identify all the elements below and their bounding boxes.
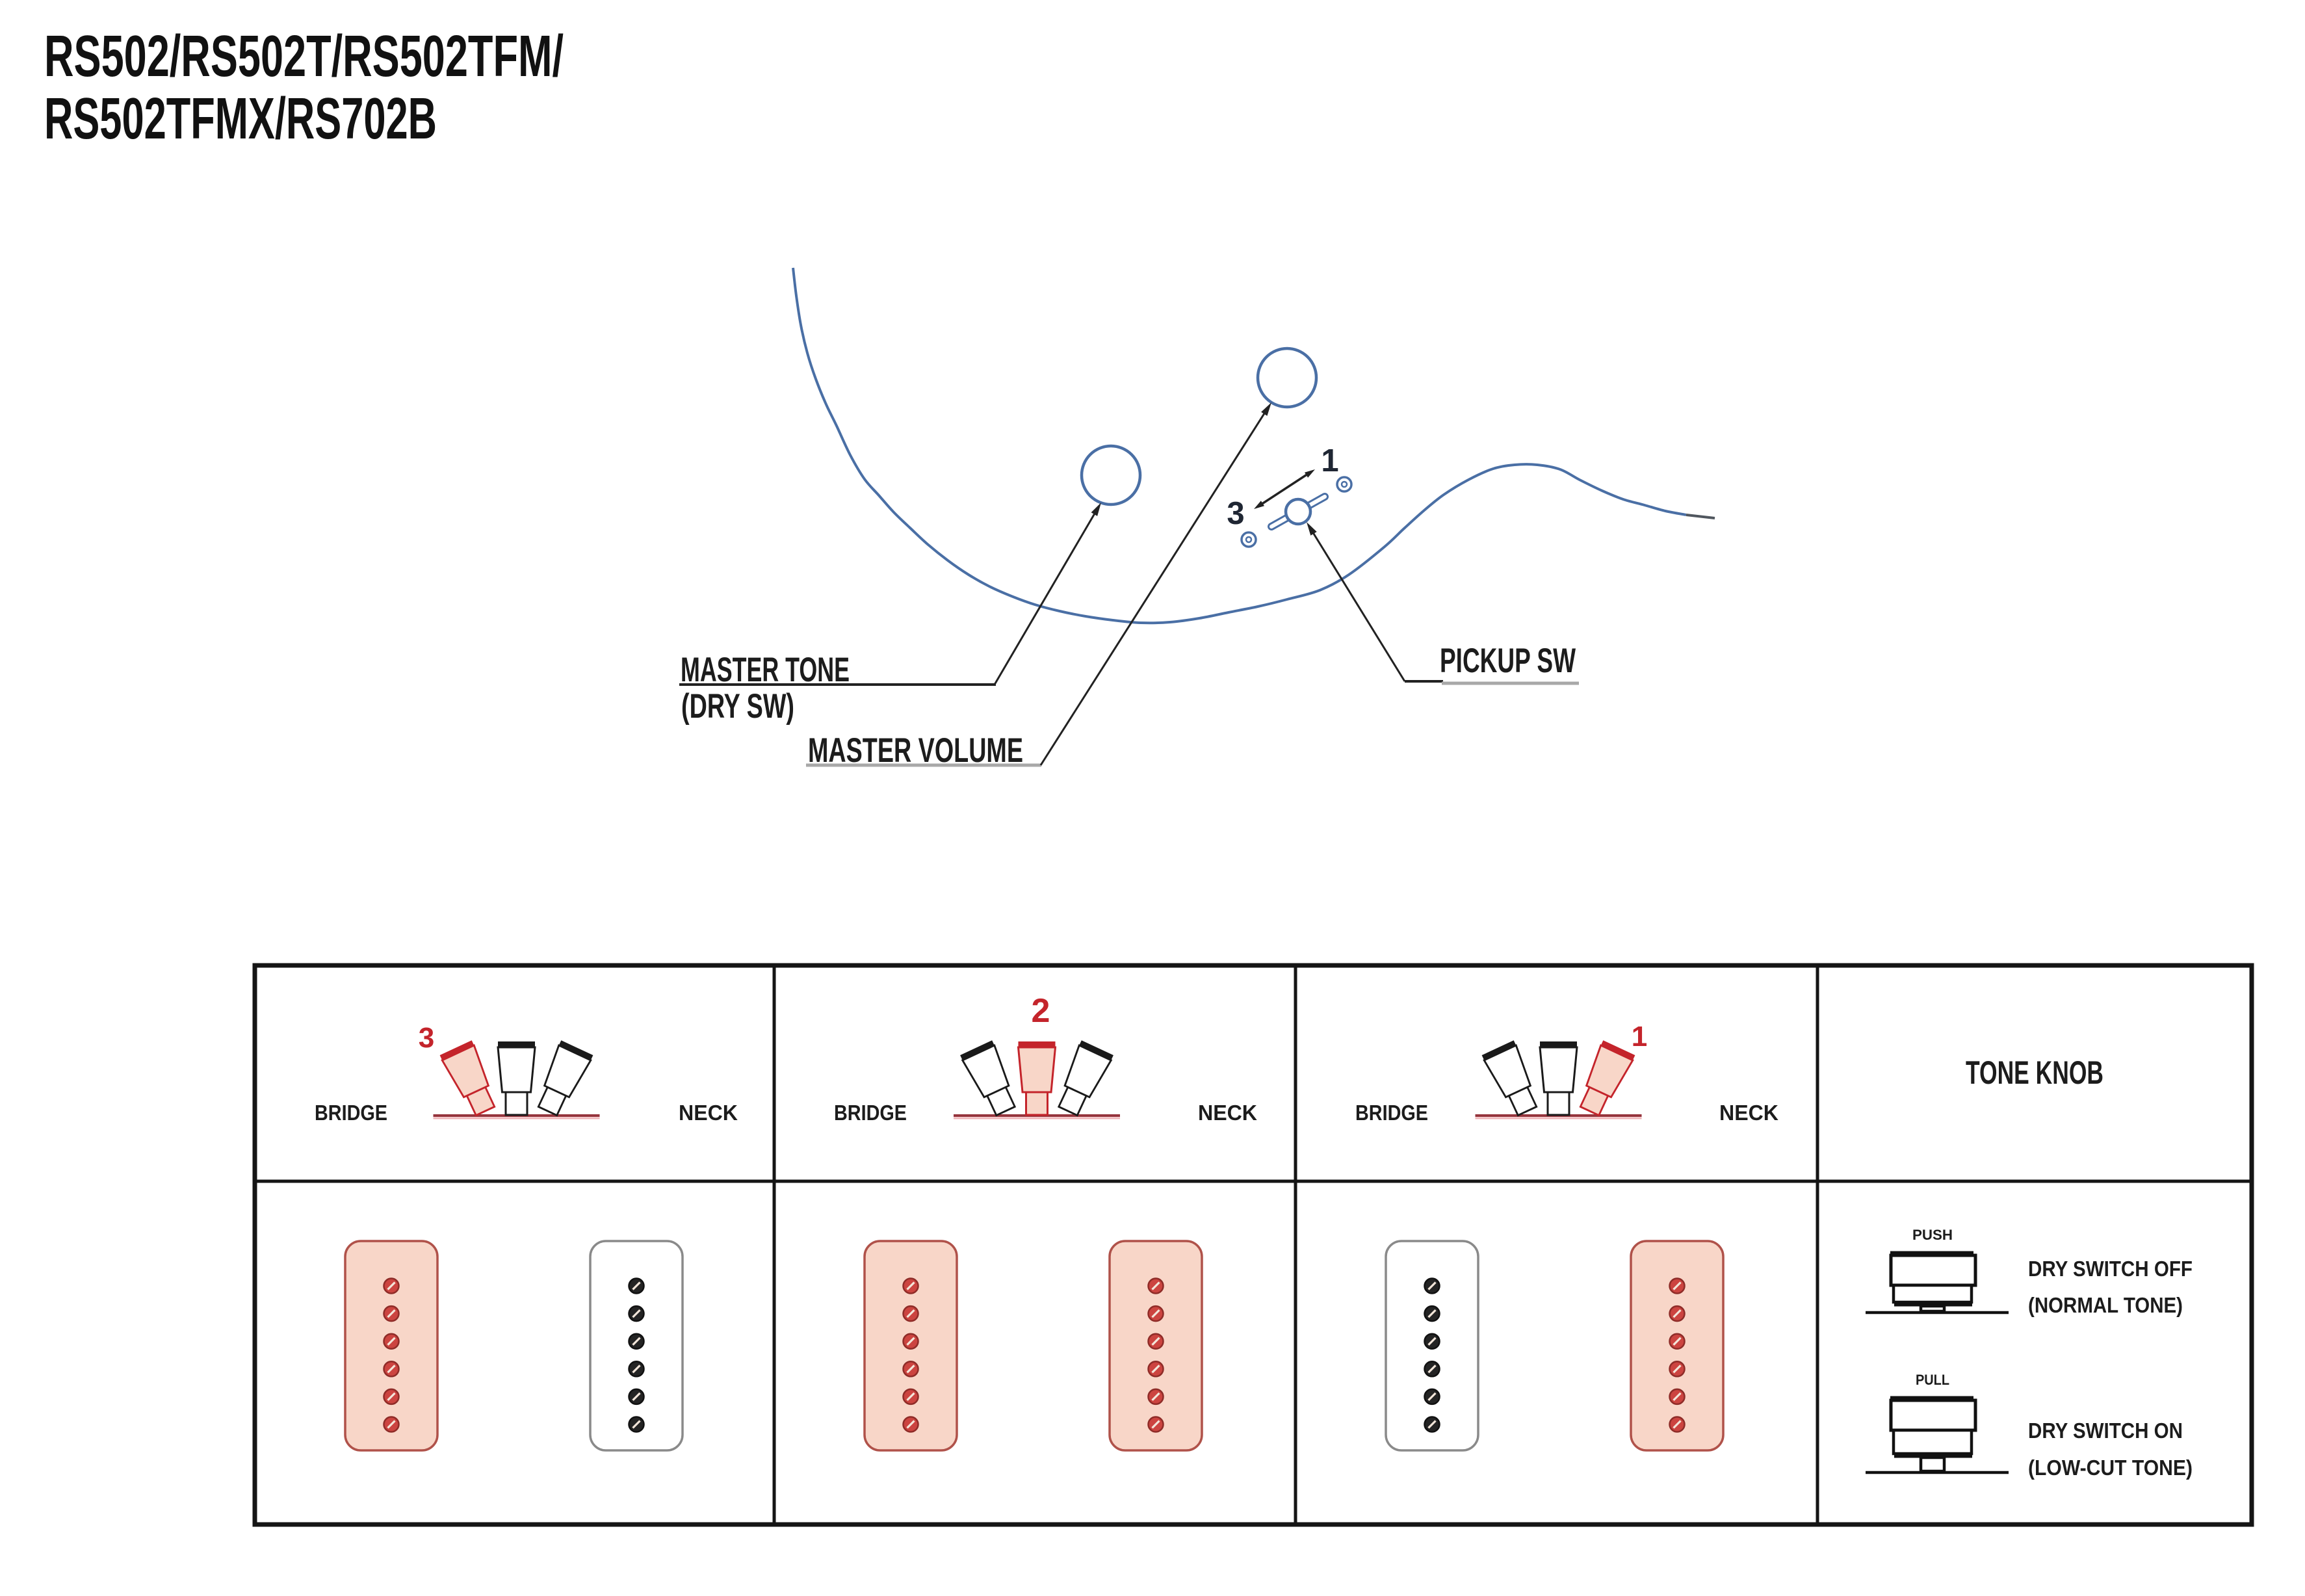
svg-text:RS502TFMX/RS702B: RS502TFMX/RS702B xyxy=(44,86,437,151)
svg-text:NECK: NECK xyxy=(1719,1101,1778,1125)
svg-text:TONE KNOB: TONE KNOB xyxy=(1966,1054,2103,1091)
svg-text:MASTER TONE: MASTER TONE xyxy=(681,651,850,689)
svg-text:(LOW-CUT TONE): (LOW-CUT TONE) xyxy=(2028,1456,2193,1480)
svg-text:NECK: NECK xyxy=(1198,1101,1257,1125)
svg-text:DRY SWITCH OFF: DRY SWITCH OFF xyxy=(2028,1257,2193,1281)
svg-text:1: 1 xyxy=(1632,1021,1647,1053)
svg-text:(NORMAL TONE): (NORMAL TONE) xyxy=(2028,1293,2183,1317)
svg-text:PULL: PULL xyxy=(1916,1372,1949,1388)
svg-text:PICKUP SW: PICKUP SW xyxy=(1440,642,1576,680)
svg-text:BRIDGE: BRIDGE xyxy=(1355,1101,1428,1125)
svg-text:2: 2 xyxy=(1032,992,1050,1030)
svg-text:BRIDGE: BRIDGE xyxy=(834,1101,907,1125)
svg-text:PUSH: PUSH xyxy=(1912,1227,1953,1243)
svg-text:MASTER VOLUME: MASTER VOLUME xyxy=(808,731,1023,770)
svg-text:(DRY SW): (DRY SW) xyxy=(681,687,794,726)
svg-text:3: 3 xyxy=(419,1022,434,1054)
svg-text:DRY SWITCH ON: DRY SWITCH ON xyxy=(2028,1419,2183,1443)
svg-text:RS502/RS502T/RS502TFM/: RS502/RS502T/RS502TFM/ xyxy=(44,24,564,89)
svg-text:BRIDGE: BRIDGE xyxy=(315,1101,387,1125)
svg-text:3: 3 xyxy=(1227,496,1244,531)
svg-text:1: 1 xyxy=(1321,443,1338,478)
svg-text:NECK: NECK xyxy=(679,1101,738,1125)
